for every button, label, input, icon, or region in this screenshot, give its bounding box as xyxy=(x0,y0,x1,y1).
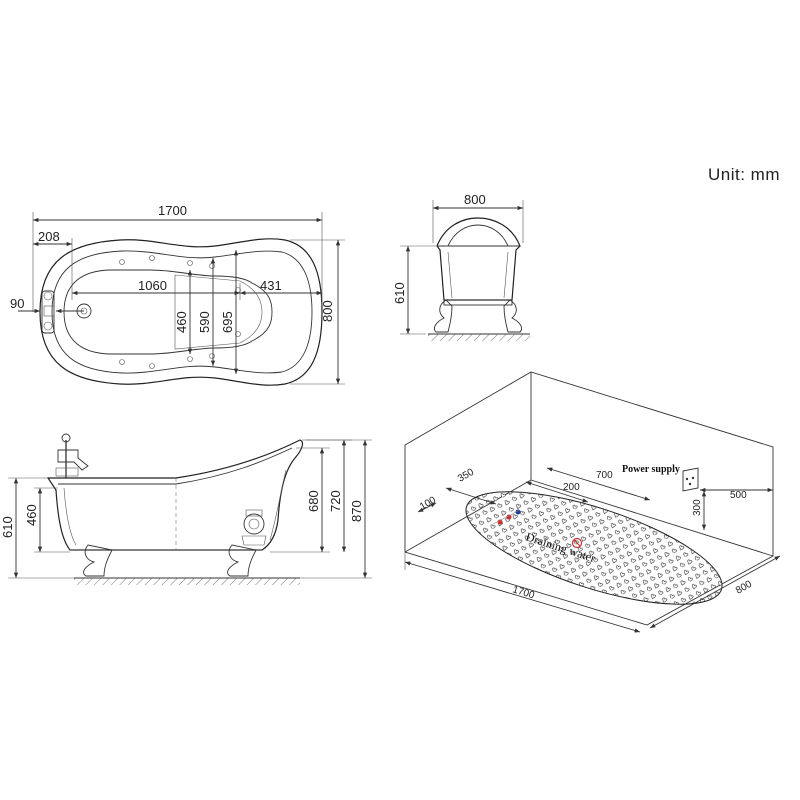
dim-head-offset: 208 xyxy=(38,229,60,244)
top-view-tap xyxy=(41,290,55,334)
dim-inner-width-2: 590 xyxy=(197,311,212,333)
power-supply-box xyxy=(682,467,699,492)
installation-view: Power supply Draining water 700 200 350 … xyxy=(404,371,781,633)
side-view-foot-right xyxy=(227,544,257,577)
top-view-inner-panel xyxy=(174,274,263,350)
drain-marker xyxy=(571,537,583,549)
dim-water-level: 460 xyxy=(24,504,39,526)
top-view-rim xyxy=(51,250,313,374)
top-view-basin xyxy=(63,269,273,355)
top-view: 1700 208 1060 431 90 460 590 695 800 xyxy=(10,203,345,386)
dim-rim-height: 610 xyxy=(0,516,15,538)
end-view-tub-body xyxy=(436,217,521,301)
dim-inner-height-2: 720 xyxy=(328,490,343,512)
unit-label: Unit: mm xyxy=(708,165,780,184)
supply-pipe-markers xyxy=(492,509,521,525)
dim-overall-height: 870 xyxy=(349,500,364,522)
side-view: 610 460 680 720 870 xyxy=(0,433,372,585)
dim-end-height: 610 xyxy=(392,282,407,304)
power-supply-label: Power supply xyxy=(622,464,680,475)
top-view-outer-outline xyxy=(39,238,323,386)
side-view-tap xyxy=(55,433,89,478)
drainage-area xyxy=(465,491,723,605)
end-view-foot-right xyxy=(503,299,523,333)
dim-inner-width-1: 460 xyxy=(174,311,189,333)
side-view-drain xyxy=(241,509,267,546)
dim-install-1700: 1700 xyxy=(511,584,536,601)
dim-install-200: 200 xyxy=(563,482,580,493)
end-view: 800 610 xyxy=(392,192,530,341)
dim-install-100: 100 xyxy=(418,495,438,513)
dim-end-offset: 431 xyxy=(260,278,282,293)
dim-install-700: 700 xyxy=(596,470,613,481)
dim-install-350: 350 xyxy=(456,467,476,485)
dim-install-300: 300 xyxy=(692,499,703,516)
dim-install-800: 800 xyxy=(734,579,754,597)
dim-drain-offset: 90 xyxy=(10,296,24,311)
dim-overall-length: 1700 xyxy=(158,203,187,218)
dim-inner-height-1: 680 xyxy=(306,490,321,512)
dim-inner-length: 1060 xyxy=(138,278,167,293)
side-view-foot-left xyxy=(83,544,113,577)
side-view-tub-body xyxy=(46,439,304,551)
end-view-foot-left xyxy=(433,299,453,333)
dim-inner-width-3: 695 xyxy=(220,311,235,333)
dim-overall-width: 800 xyxy=(320,300,335,322)
dim-end-width: 800 xyxy=(464,192,486,207)
dim-install-500: 500 xyxy=(730,490,747,501)
